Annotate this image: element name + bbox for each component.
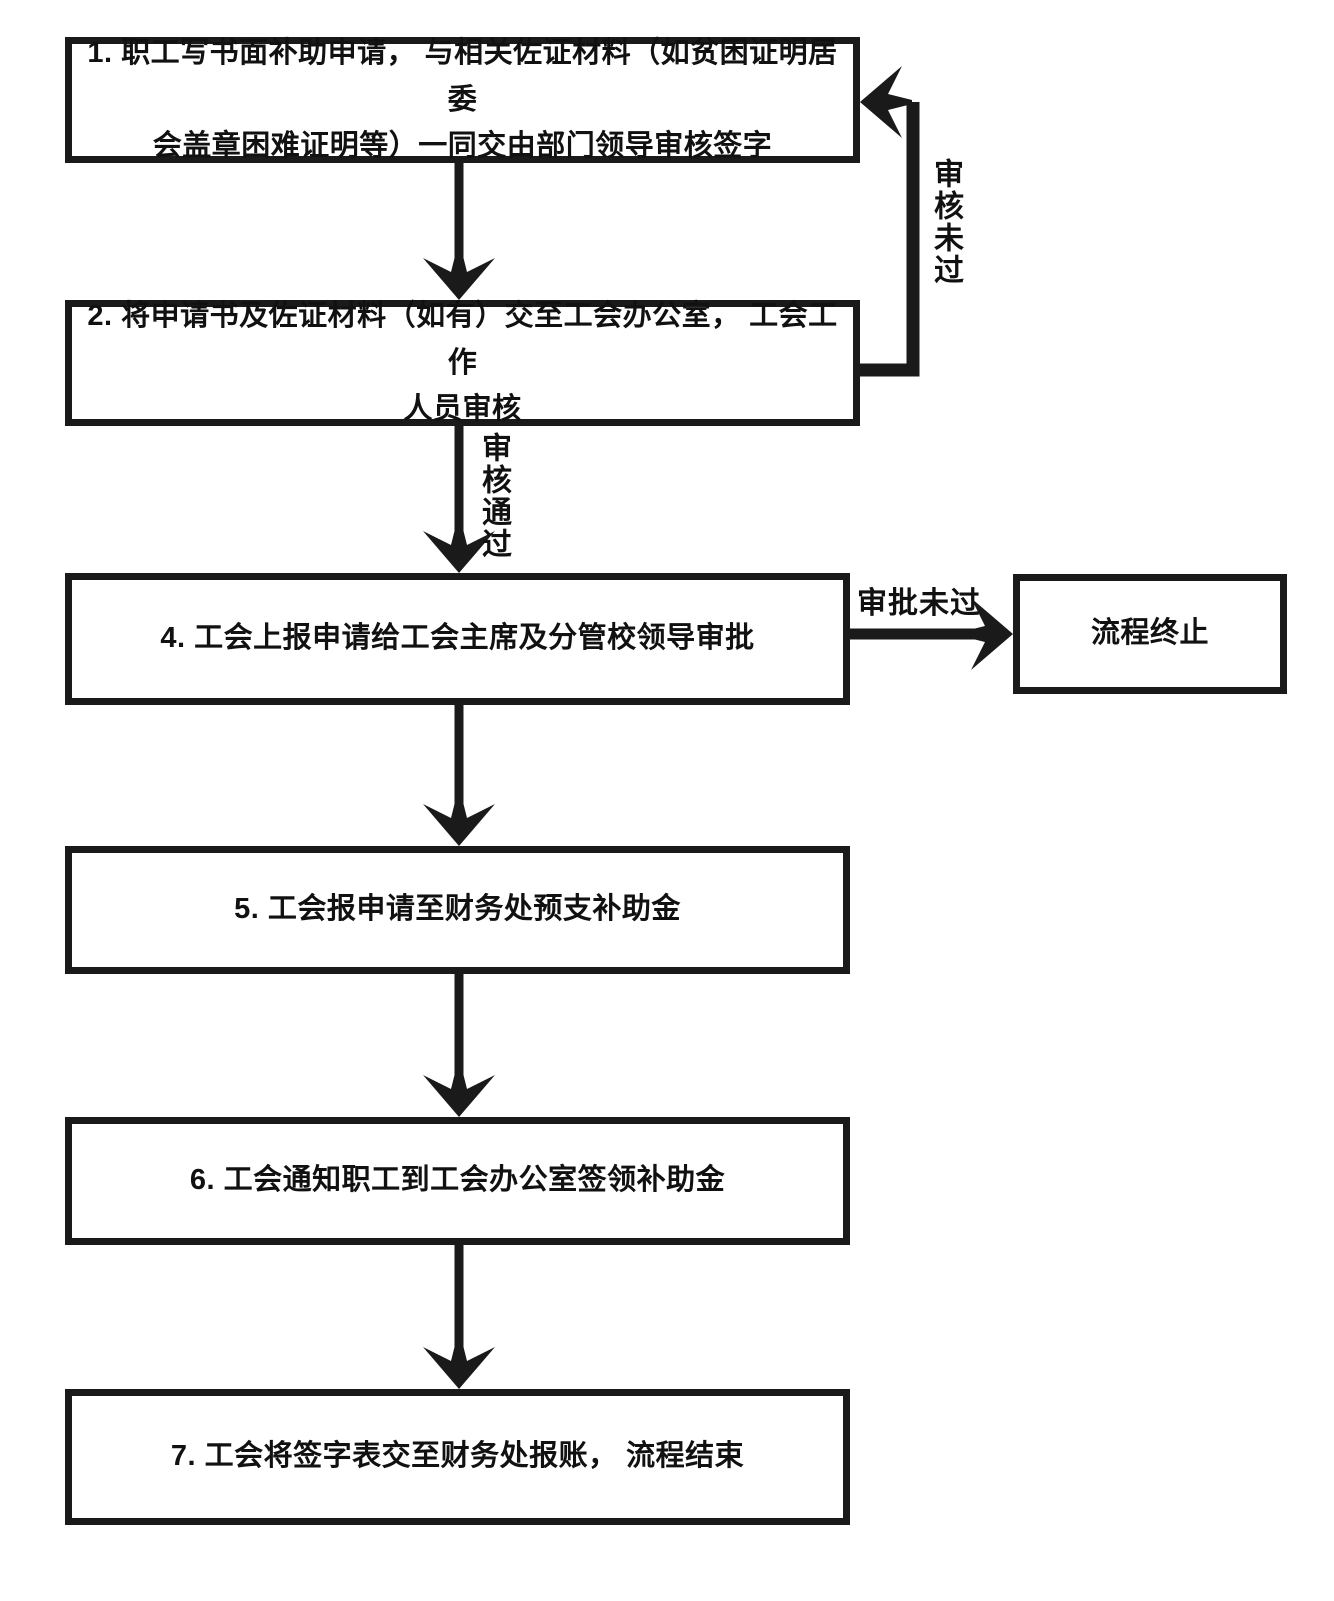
node-label-step5: 5. 工会报申请至财务处预支补助金 [234,893,681,926]
node-label-step1: 1. 职工写书面补助申请， 与相关佐证材料（如贫困证明居委 会盖章困难证明等）一… [87,36,838,163]
node-label-step2: 2. 将申请书及佐证材料（如有）交至工会办公室， 工会工作 人员审核 [87,299,838,426]
node-label-step4: 4. 工会上报申请给工会主席及分管校领导审批 [160,622,755,655]
edge-label-review-rejected: 审核未过 [929,158,962,286]
connector-step2-to-step1-reject [860,66,920,377]
terminal-node-process-terminated[interactable]: 流程终止 [1013,574,1287,694]
connector-step4-to-step5 [423,705,495,846]
process-node-step4[interactable]: 4. 工会上报申请给工会主席及分管校领导审批 [65,573,850,705]
connector-step4-to-terminate [850,598,1013,670]
edge-label-approval-rejected: 审批未过 [857,587,981,620]
edge-label-review-passed: 审核通过 [477,432,510,560]
process-node-step6[interactable]: 6. 工会通知职工到工会办公室签领补助金 [65,1117,850,1245]
process-node-step5[interactable]: 5. 工会报申请至财务处预支补助金 [65,846,850,974]
process-node-step1[interactable]: 1. 职工写书面补助申请， 与相关佐证材料（如贫困证明居委 会盖章困难证明等）一… [65,37,860,163]
process-node-step2[interactable]: 2. 将申请书及佐证材料（如有）交至工会办公室， 工会工作 人员审核 [65,300,860,426]
process-node-step7[interactable]: 7. 工会将签字表交至财务处报账， 流程结束 [65,1389,850,1525]
connector-step2-to-step4 [423,426,495,573]
node-label-step6: 6. 工会通知职工到工会办公室签领补助金 [189,1164,726,1197]
connector-step6-to-step7 [423,1245,495,1389]
node-label-step7: 7. 工会将签字表交至财务处报账， 流程结束 [170,1440,745,1473]
node-label-terminate: 流程终止 [1090,617,1209,650]
connector-step1-to-step2 [423,163,495,300]
connector-step5-to-step6 [423,974,495,1117]
